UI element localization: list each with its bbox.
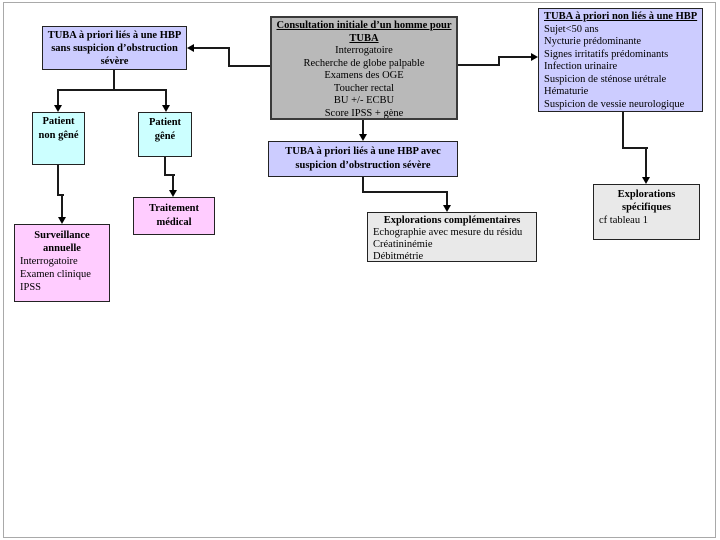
connector-nongene-v1 — [57, 165, 59, 196]
arrowhead-down-icon — [162, 105, 170, 112]
node-line: Infection urinaire — [544, 61, 618, 72]
connector-nongene-v2 — [61, 194, 63, 218]
node-explorations-specifiques: Explorations spécifiques cf tableau 1 — [593, 184, 700, 240]
node-consultation-initiale: Consultation initiale d’un homme pour TU… — [270, 16, 458, 120]
node-title: TUBA à priori liés à une HBP sans suspic… — [47, 30, 182, 67]
node-line: Examen clinique — [20, 269, 91, 280]
node-line: Créatininémie — [373, 239, 433, 250]
node-line: Examens des OGE — [324, 70, 404, 81]
arrowhead-down-icon — [443, 205, 451, 212]
connector-split-stem — [113, 70, 115, 91]
node-line: Hématurie — [544, 86, 589, 97]
node-title: Consultation initiale d’un homme pour TU… — [276, 20, 452, 44]
node-line: Suspicion de vessie neurologique — [544, 98, 685, 110]
arrowhead-down-icon — [359, 134, 367, 141]
connector-nongene-h — [57, 194, 64, 196]
connector-severe-h — [362, 191, 448, 193]
node-line: Nycturie prédominante — [544, 36, 642, 47]
connector-right-v2 — [645, 147, 647, 178]
node-tuba-non-hbp: TUBA à priori non liés à une HBP Sujet<5… — [538, 8, 703, 112]
connector-split-left-v — [57, 89, 59, 106]
node-line: Sujet<50 ans — [544, 23, 599, 35]
connector-split-bar — [57, 89, 167, 91]
node-patient-gene: Patient gêné — [138, 112, 192, 157]
node-line: BU +/- ECBU — [333, 95, 395, 106]
node-title: Explorations complémentaires — [383, 215, 521, 226]
arrowhead-down-icon — [642, 177, 650, 184]
node-line: IPSS — [20, 282, 42, 293]
connector-gene-v1 — [164, 157, 166, 176]
node-line: Interrogatoire — [20, 256, 78, 267]
connector-center-to-right-v — [498, 56, 500, 66]
arrowhead-left-icon — [187, 44, 194, 52]
connector-gene-h — [164, 174, 175, 176]
node-traitement-medical: Traitement médical — [133, 197, 215, 235]
node-explorations-complementaires: Explorations complémentaires Echographie… — [367, 212, 537, 262]
node-tuba-hbp-avec-obstruction: TUBA à priori liés à une HBP avec suspic… — [268, 141, 458, 177]
node-title: Traitement médical — [149, 203, 199, 228]
arrowhead-down-icon — [58, 217, 66, 224]
node-title: Surveillance annuelle — [34, 230, 90, 254]
connector-center-to-right-h2 — [498, 56, 532, 58]
node-title: Patient gêné — [148, 117, 182, 142]
connector-severe-v1 — [362, 177, 364, 193]
node-title: TUBA à priori non liés à une HBP — [544, 11, 698, 22]
connector-right-v1 — [622, 112, 624, 149]
node-line: Signes irritatifs prédominants — [544, 48, 669, 60]
node-line: Score IPSS + gène — [324, 107, 404, 119]
node-tuba-hbp-sans-obstruction: TUBA à priori liés à une HBP sans suspic… — [42, 26, 187, 70]
node-line: Suspicion de sténose urétrale — [544, 73, 667, 85]
node-patient-non-gene: Patient non gêné — [32, 112, 85, 165]
connector-split-right-v — [165, 89, 167, 106]
node-line: Toucher rectal — [333, 82, 395, 94]
arrowhead-down-icon — [54, 105, 62, 112]
node-line: cf tableau 1 — [599, 215, 648, 226]
connector-center-to-left-v — [228, 47, 230, 67]
connector-right-h — [622, 147, 648, 149]
node-title: Patient non gêné — [38, 116, 79, 141]
connector-center-down-v — [362, 120, 364, 135]
node-line: Débitmétrie — [373, 251, 424, 262]
node-line: Echographie avec mesure du résidu — [373, 227, 523, 238]
connector-gene-v2 — [172, 174, 174, 191]
arrowhead-right-icon — [531, 53, 538, 61]
connector-center-to-left-h2 — [194, 47, 230, 49]
node-line: Recherche de globe palpable — [303, 57, 425, 69]
connector-center-to-right-h1 — [458, 64, 500, 66]
node-line: Interrogatoire — [335, 45, 393, 56]
connector-center-to-left-h1 — [228, 65, 270, 67]
connector-severe-v2 — [446, 191, 448, 206]
node-surveillance-annuelle: Surveillance annuelle Interrogatoire Exa… — [14, 224, 110, 302]
node-title: Explorations spécifiques — [617, 189, 676, 213]
node-title: TUBA à priori liés à une HBP avec suspic… — [285, 146, 441, 171]
arrowhead-down-icon — [169, 190, 177, 197]
